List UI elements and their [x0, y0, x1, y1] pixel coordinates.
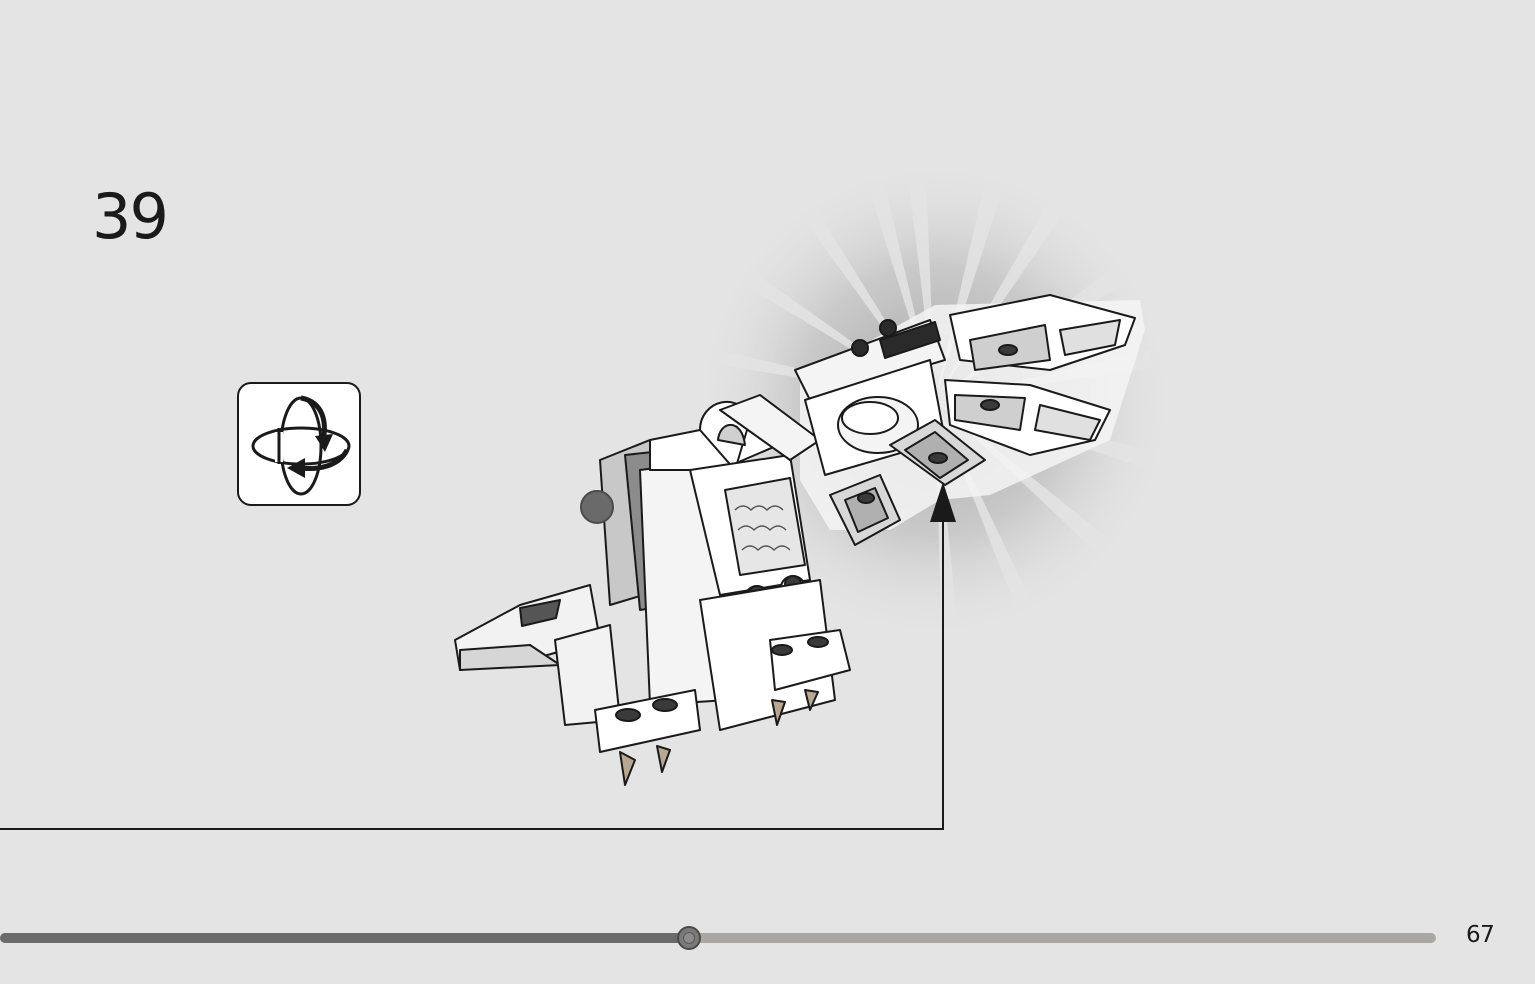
progress-thumb	[677, 926, 701, 950]
page-number: 67	[1466, 922, 1495, 948]
progress-bar	[0, 924, 1440, 952]
model-head	[719, 294, 1136, 546]
rotate-callout	[237, 382, 361, 506]
callout-connector	[0, 482, 956, 830]
progress-track	[0, 933, 1436, 943]
step-number: 39	[92, 180, 169, 253]
model-body	[554, 401, 851, 786]
rotate-model-icon	[251, 395, 351, 496]
attach-arrow-icon	[930, 482, 956, 522]
progress-fill	[0, 933, 688, 943]
